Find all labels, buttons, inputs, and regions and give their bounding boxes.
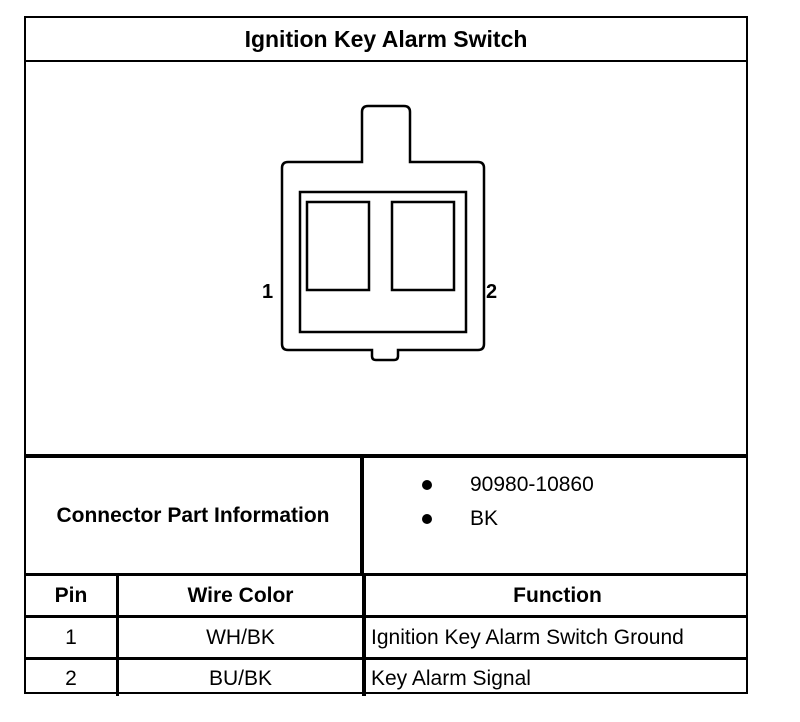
row-wire-color: BU/BK	[208, 667, 273, 690]
row-pin: 2	[65, 667, 77, 690]
pinout-table: Pin Wire Color Function 1 WH/BK Ignition…	[26, 573, 746, 696]
part-info-label: Connector Part Information	[56, 503, 330, 527]
bullet-icon	[422, 480, 432, 490]
part-info-divider	[360, 458, 364, 573]
table-row: 1 WH/BK Ignition Key Alarm Switch Ground	[26, 618, 746, 658]
connector-figure: 1 2	[26, 62, 746, 454]
pin-cavity-1	[305, 200, 371, 292]
connector-drawing	[280, 104, 486, 362]
sheet-title: Ignition Key Alarm Switch	[26, 18, 746, 62]
connector-color: BK	[470, 507, 499, 530]
pin-cavity-2	[390, 200, 456, 292]
pin-1-label: 1	[262, 281, 274, 303]
row-function: Key Alarm Signal	[371, 667, 531, 690]
section-divider	[26, 454, 746, 458]
connector-end-view-sheet: Ignition Key Alarm Switch 1 2 Connector …	[24, 16, 748, 696]
header-wire-color: Wire Color	[187, 584, 294, 607]
part-info-list: 90980-10860 BK	[422, 468, 594, 536]
connector-inner-wall	[298, 190, 468, 334]
header-pin: Pin	[54, 584, 88, 607]
row-pin: 1	[65, 626, 77, 649]
row-function: Ignition Key Alarm Switch Ground	[371, 626, 684, 649]
table-top-rule	[26, 573, 746, 576]
pin-column-divider	[116, 573, 119, 696]
connector-housing-outline	[280, 104, 486, 362]
header-function: Function	[513, 584, 602, 607]
table-rule	[26, 657, 746, 660]
part-info-item: BK	[422, 502, 594, 536]
row-wire-color: WH/BK	[206, 626, 275, 649]
table-rule	[26, 615, 746, 618]
wire-column-divider	[362, 573, 366, 696]
connector-part-info: Connector Part Information 90980-10860 B…	[26, 458, 746, 573]
part-info-item: 90980-10860	[422, 468, 594, 502]
part-number: 90980-10860	[470, 473, 594, 496]
table-header-row: Pin Wire Color Function	[26, 576, 746, 616]
bullet-icon	[422, 514, 432, 524]
pin-2-label: 2	[486, 281, 498, 303]
table-row: 2 BU/BK Key Alarm Signal	[26, 659, 746, 699]
